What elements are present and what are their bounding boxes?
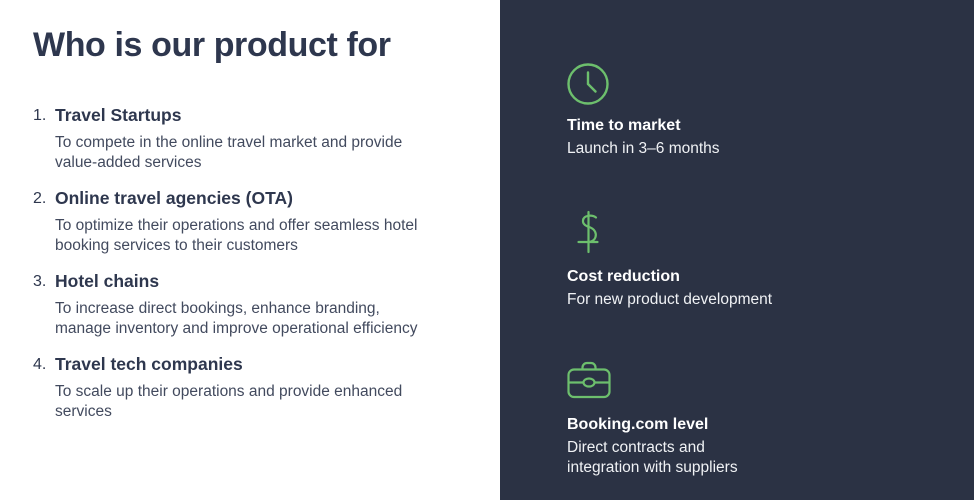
dollar-icon bbox=[567, 210, 867, 256]
audience-list: 1. Travel Startups To compete in the onl… bbox=[33, 104, 483, 436]
list-item-heading: Online travel agencies (OTA) bbox=[55, 188, 293, 208]
list-item-heading: Hotel chains bbox=[55, 271, 160, 291]
list-item-number: 2. bbox=[33, 190, 47, 207]
list-item-body: Travel Startups To compete in the online… bbox=[55, 104, 483, 172]
list-item-number: 1. bbox=[33, 107, 47, 124]
page-title: Who is our product for bbox=[33, 26, 391, 64]
list-item-body: Hotel chains To increase direct bookings… bbox=[55, 270, 483, 338]
list-item-description: To scale up their operations and provide… bbox=[55, 383, 403, 420]
list-item: 2. Online travel agencies (OTA) To optim… bbox=[33, 187, 483, 255]
benefit-cost-reduction: Cost reduction For new product developme… bbox=[567, 210, 867, 310]
benefit-title: Time to market bbox=[567, 117, 681, 134]
briefcase-icon bbox=[567, 361, 867, 399]
list-item-description: To increase direct bookings, enhance bra… bbox=[55, 300, 418, 337]
list-item-number: 4. bbox=[33, 356, 47, 373]
list-item-body: Online travel agencies (OTA) To optimize… bbox=[55, 187, 483, 255]
benefit-description: Direct contracts and integration with su… bbox=[567, 439, 738, 476]
list-item: 3. Hotel chains To increase direct booki… bbox=[33, 270, 483, 338]
list-item-description: To compete in the online travel market a… bbox=[55, 134, 403, 171]
benefit-title: Cost reduction bbox=[567, 268, 680, 285]
list-item-heading: Travel tech companies bbox=[55, 354, 243, 374]
benefit-description: Launch in 3–6 months bbox=[567, 140, 720, 157]
benefit-title: Booking.com level bbox=[567, 416, 709, 433]
benefit-time-to-market: Time to market Launch in 3–6 months bbox=[567, 63, 867, 159]
list-item-body: Travel tech companies To scale up their … bbox=[55, 353, 483, 421]
list-item: 4. Travel tech companies To scale up the… bbox=[33, 353, 483, 421]
list-item: 1. Travel Startups To compete in the onl… bbox=[33, 104, 483, 172]
benefit-description: For new product development bbox=[567, 291, 773, 308]
list-item-heading: Travel Startups bbox=[55, 105, 182, 125]
benefits-panel: Time to market Launch in 3–6 months Cost… bbox=[500, 0, 974, 500]
list-item-description: To optimize their operations and offer s… bbox=[55, 217, 418, 254]
audience-panel: Who is our product for 1. Travel Startup… bbox=[33, 26, 483, 436]
clock-icon bbox=[567, 63, 867, 105]
benefit-booking-level: Booking.com level Direct contracts and i… bbox=[567, 361, 867, 478]
list-item-number: 3. bbox=[33, 273, 47, 290]
